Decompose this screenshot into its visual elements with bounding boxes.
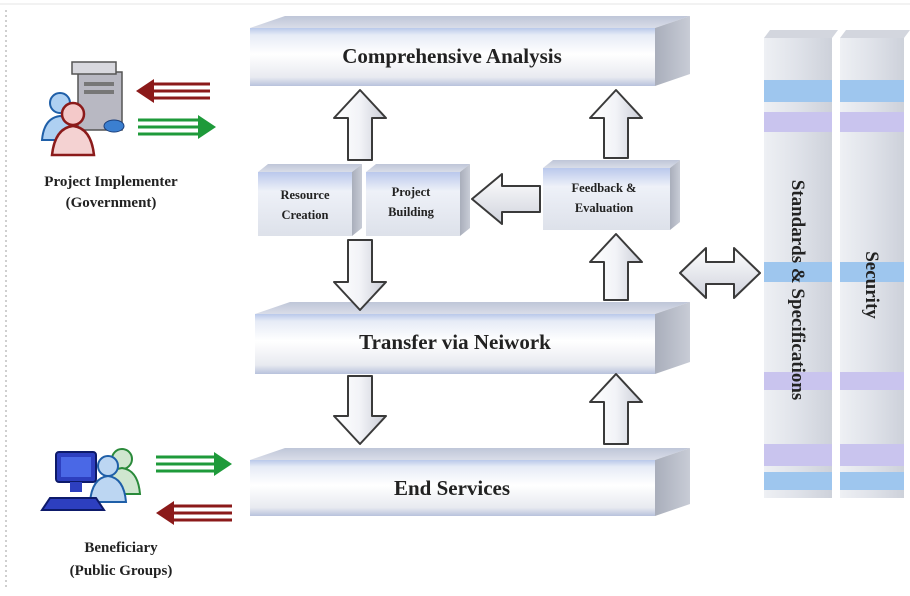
resource-label-1: Resource: [280, 188, 330, 202]
green-arrows-outgoing: [138, 115, 216, 139]
beneficiary-label-2: (Public Groups): [70, 563, 173, 579]
implementer-label-2: (Government): [66, 195, 157, 211]
arrow-up-to-analysis-left: [333, 89, 387, 161]
module-project-building: Project Building: [366, 164, 470, 236]
project-label-2: Building: [388, 205, 435, 219]
computer-users-icon: [40, 448, 142, 511]
security-label: Security: [861, 251, 882, 319]
arrow-up-to-analysis-right: [589, 89, 643, 159]
resource-label-2: Creation: [282, 208, 329, 222]
implementer-label-1: Project Implementer: [44, 174, 178, 190]
beneficiary-label-1: Beneficiary: [84, 540, 158, 556]
module-feedback-evaluation: Feedback & Evaluation: [543, 160, 680, 230]
server-users-icon: [40, 61, 125, 157]
feedback-label-2: Evaluation: [575, 201, 633, 215]
pillar-security: Security: [840, 30, 910, 498]
layer-bottom-title: End Services: [394, 476, 510, 500]
pillar-standards-specifications: Standards & Specifications: [764, 30, 838, 498]
arrow-down-to-end-services: [333, 375, 387, 445]
standards-label: Standards & Specifications: [787, 180, 808, 401]
red-arrows-incoming: [136, 79, 210, 103]
green-arrows-incoming: [156, 452, 232, 476]
layer-transfer-network: Transfer via Neiwork: [255, 302, 690, 374]
layer-middle-title: Transfer via Neiwork: [359, 330, 551, 354]
layer-end-services: End Services: [250, 448, 690, 516]
red-arrows-outgoing: [156, 501, 232, 525]
arrow-up-to-network: [589, 373, 643, 445]
arrow-down-to-network: [333, 239, 387, 311]
feedback-label-1: Feedback &: [572, 181, 637, 195]
layer-top-title: Comprehensive Analysis: [342, 44, 562, 68]
module-resource-creation: Resource Creation: [258, 164, 362, 236]
arrow-up-to-feedback: [589, 233, 643, 301]
project-label-1: Project: [392, 185, 431, 199]
layer-comprehensive-analysis: Comprehensive Analysis: [250, 16, 690, 86]
arrow-left-to-project: [471, 173, 541, 225]
double-arrow-to-standards: [679, 247, 761, 299]
